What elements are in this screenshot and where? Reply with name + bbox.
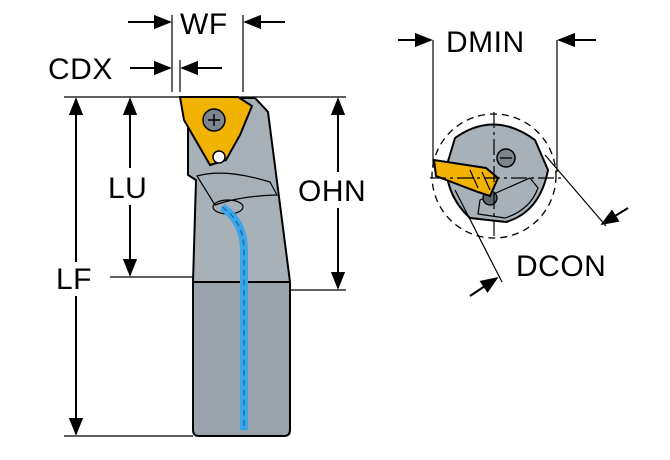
end-view: DMIN DCON (398, 26, 629, 297)
chip-pocket (196, 172, 278, 206)
label-ohn: OHN (298, 175, 366, 208)
label-lu: LU (108, 172, 147, 205)
label-dcon: DCON (516, 250, 606, 283)
coolant-channel-center (221, 206, 245, 430)
label-wf: WF (180, 8, 228, 41)
side-view: WF CDX LF LU OHN (48, 8, 366, 437)
label-lf: LF (56, 263, 92, 296)
label-dmin: DMIN (446, 26, 525, 59)
screw-slot (208, 114, 220, 126)
label-cdx: CDX (48, 53, 113, 86)
clamp-hole (212, 150, 226, 164)
end-view-flat (477, 177, 539, 219)
